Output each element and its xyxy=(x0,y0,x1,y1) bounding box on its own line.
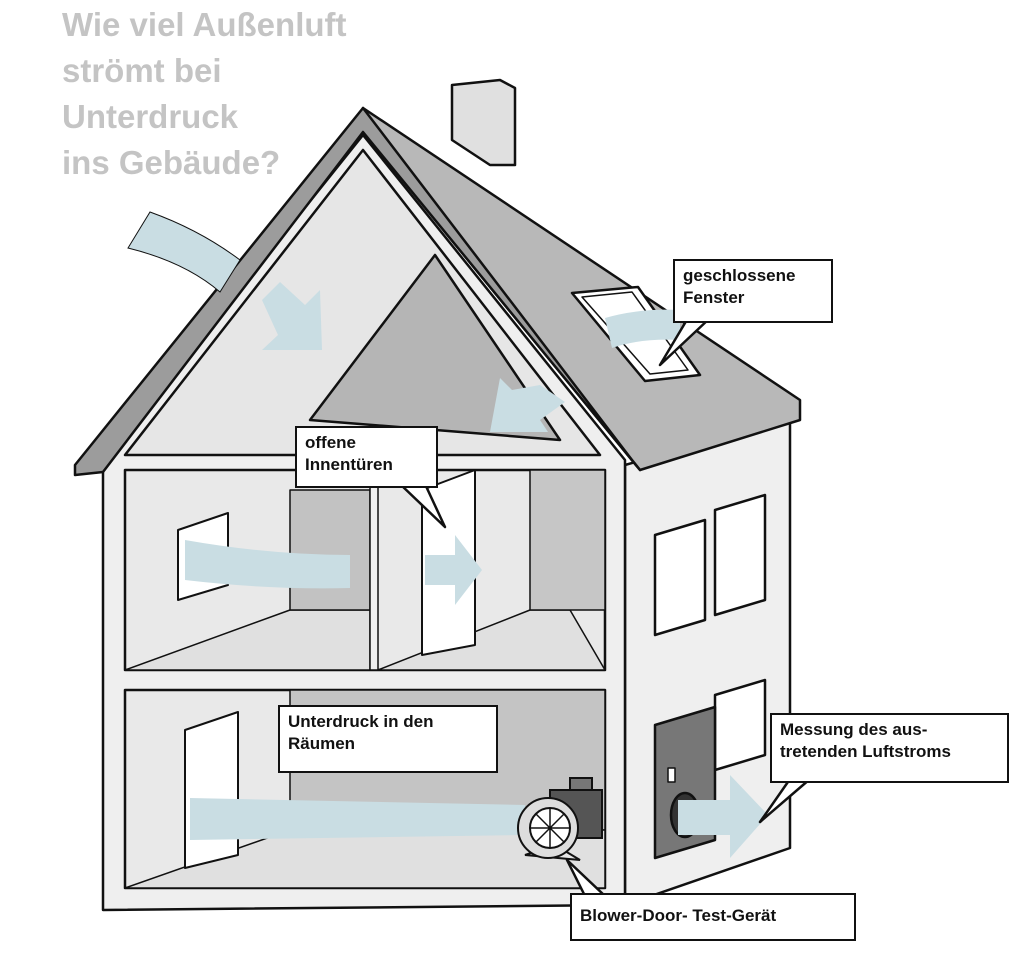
callout-text: Unterdruck in den xyxy=(288,712,434,731)
exhaust-arrow xyxy=(678,775,768,858)
attic-arrow xyxy=(262,282,322,350)
side-window xyxy=(653,518,707,637)
callout-text: Räumen xyxy=(288,734,356,753)
callout-open-doors: offene Innentüren xyxy=(295,426,438,488)
skylight-arrow xyxy=(605,309,680,348)
callout-blower-device: Blower-Door- Test-Gerät xyxy=(570,893,856,941)
callout-closed-windows: geschlossene Fenster xyxy=(673,259,833,323)
lower-room-arrow xyxy=(190,798,525,840)
callout-text: geschlossene xyxy=(683,266,796,285)
attic-arrow-2 xyxy=(490,378,565,432)
callout-text: Innentüren xyxy=(305,455,393,474)
upper-room-arrow xyxy=(185,540,350,589)
callout-text: offene xyxy=(305,433,356,452)
lower-door xyxy=(184,711,239,869)
blower-door-device[interactable] xyxy=(517,777,603,861)
callout-text: Messung des aus- xyxy=(780,720,928,739)
title-line: Wie viel Außenluft xyxy=(62,6,347,43)
side-window xyxy=(713,678,767,772)
callout-text: Fenster xyxy=(683,288,745,307)
roof-edge xyxy=(73,106,642,477)
diagram-title: Wie viel Außenluft strömt bei Unterdruck… xyxy=(62,2,347,186)
callout-text: Blower-Door- Test-Gerät xyxy=(580,906,777,925)
side-window xyxy=(713,493,767,617)
outside-air-arrow xyxy=(127,211,241,293)
door-arrow xyxy=(425,535,482,605)
title-line: ins Gebäude? xyxy=(62,144,281,181)
title-line: Unterdruck xyxy=(62,98,239,135)
air-flow-arrows xyxy=(127,211,768,858)
chimney xyxy=(450,78,517,167)
callout-text: tretenden Luftstroms xyxy=(780,742,951,761)
title-line: strömt bei xyxy=(62,52,222,89)
callout-underpressure: Unterdruck in den Räumen xyxy=(278,705,498,773)
callout-measurement: Messung des aus- tretenden Luftstroms xyxy=(770,713,1009,783)
